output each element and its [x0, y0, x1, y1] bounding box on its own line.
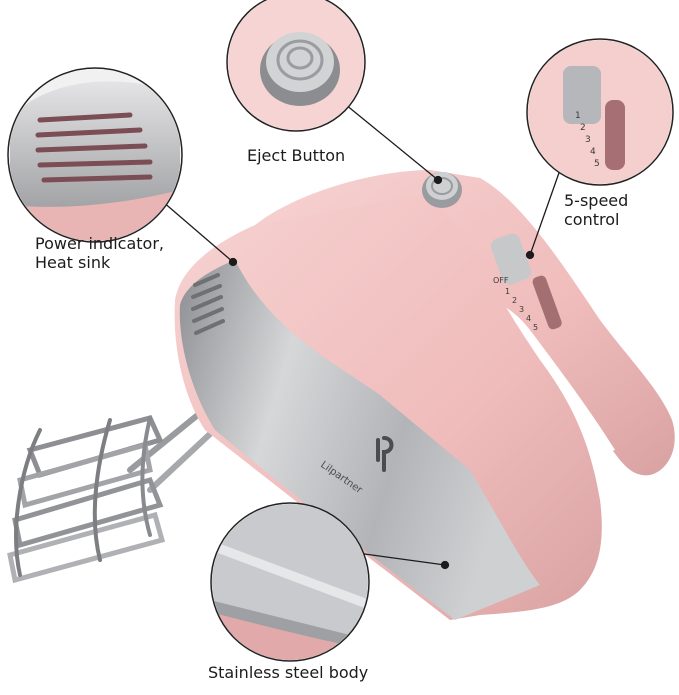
zoom-speed-mark-5: 5 [594, 159, 600, 169]
callout-power-indicator: Power indicator, Heat sink [35, 234, 164, 272]
zoom-eject-button [226, 0, 366, 132]
vent-grille [191, 273, 225, 335]
speed-mark-4: 4 [526, 314, 531, 323]
speed-slider: OFF 1 2 3 4 5 [490, 233, 562, 332]
callout-power-line1: Power indicator, [35, 234, 164, 253]
callout-speed-line1: 5-speed [564, 191, 629, 210]
zoom-heat-sink [7, 67, 183, 243]
zoom-steel-body [210, 502, 370, 662]
callout-steel-body: Stainless steel body [208, 663, 369, 682]
zoom-speed-mark-4: 4 [590, 147, 596, 157]
eject-button [422, 172, 462, 208]
speed-mark-5: 5 [533, 323, 538, 332]
speed-mark-1: 1 [505, 287, 510, 296]
zoom-speed-mark-1: 1 [575, 111, 581, 121]
zoom-speed-control: 1 2 3 4 5 [526, 38, 674, 186]
speed-mark-off: OFF [493, 276, 509, 285]
mixer-body: Lilpartner OFF 1 2 3 4 5 [174, 172, 602, 620]
callout-speed-control: 5-speed control [564, 191, 628, 229]
callout-speed-line2: control [564, 210, 620, 229]
speed-mark-3: 3 [519, 305, 524, 314]
callout-eject-button: Eject Button [247, 146, 346, 165]
callout-leaders [154, 99, 561, 570]
beaters [7, 402, 228, 584]
callout-power-line2: Heat sink [35, 253, 111, 272]
zoom-speed-mark-2: 2 [580, 123, 586, 133]
speed-mark-2: 2 [512, 296, 517, 305]
zoom-speed-mark-3: 3 [585, 135, 591, 145]
